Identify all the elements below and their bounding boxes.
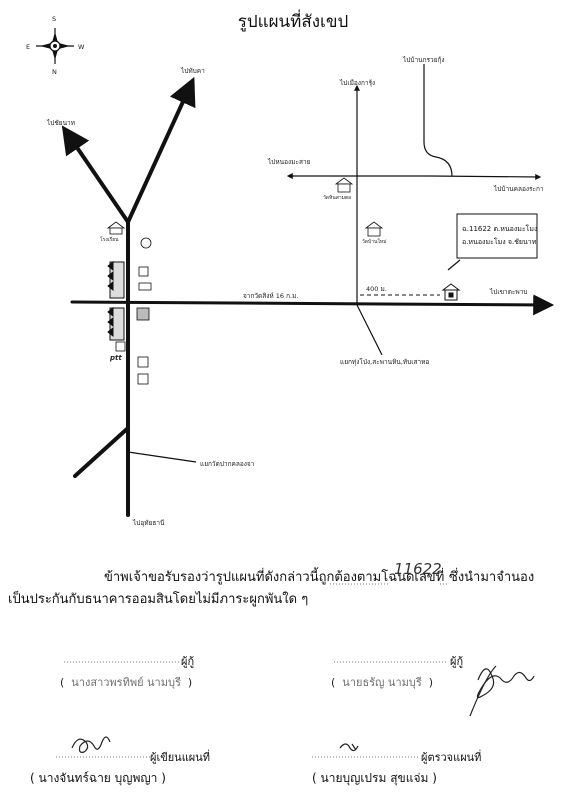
compass-east: E (26, 43, 31, 51)
borrower2-name: นายธรัญ นามบุรี (342, 676, 422, 689)
road-label-from-wat: จากวัดสิงห์ 16 ก.ม. (243, 292, 299, 300)
road-label-ban-khlong: ไปบ้านคลองระกา (494, 185, 544, 193)
compass-north: S (52, 15, 57, 23)
cert-text-line2: เป็นประกันกับธนาคารออมสินโดยไม่มีภาระผูก… (8, 592, 309, 607)
junction-label: แยกทุ่งโป่ง,สะพานหิน,ทับเสาหอ (340, 358, 430, 366)
drawer-role: ผู้เขียนแผนที่ (150, 751, 210, 764)
road-label-ban-kruai: ไปบ้านกรวยกุ้ง (403, 56, 445, 64)
road-label-muang-kan: ไปเมืองการุ้ง (340, 79, 376, 87)
building-row-icon (107, 260, 125, 341)
school-icon (106, 221, 126, 235)
borrower2-role: ผู้กู้ (450, 655, 464, 668)
inspector-name: นายบุญเปรม สุขแจ่ม (320, 771, 429, 785)
distance-label: 400 ม. (366, 285, 387, 293)
secondary-roads (127, 64, 542, 463)
deed-number: 11622 (394, 560, 442, 578)
compass-rose-icon (36, 28, 74, 64)
borrower2-name-wrap: ( นายธรัญ นามบุรี ) (331, 676, 434, 689)
road-label-nong-ma: ไปหนองมะสาย (268, 158, 311, 166)
parcel-line1: ฉ.11622 ต.หนองมะโมง (462, 225, 538, 233)
compass-south: N (52, 68, 57, 76)
temple1-label: วัดหินสามตอ (323, 195, 352, 201)
road-label-uthai: ไปอุทัยธานี (133, 519, 165, 527)
parcel-line2: อ.หนองมะโมง จ.ชัยนาท (462, 238, 537, 246)
dotted-lines (56, 583, 448, 758)
compass-west: W (78, 43, 85, 51)
main-roads (61, 76, 555, 517)
borrower1-name: นางสาวพรทิพย์ นามบุรี (71, 676, 181, 689)
canal-junction-label: แยกวัดปากคลองจา (200, 460, 255, 468)
parcel-box (456, 213, 538, 259)
road-label-chainat: ไปชัยนาท (47, 119, 75, 127)
inspector-name-wrap: ( นายบุญเปรม สุขแจ่ม ) (312, 771, 437, 785)
road-label-to-khao: ไปเขาตะพาบ (490, 288, 528, 296)
roadside-shops-icon (115, 237, 152, 385)
drawer-name-wrap: ( นางจันทร์ฉาย บุญพญา ) (30, 771, 166, 785)
ptt-label: ptt (110, 354, 122, 362)
cert-text-part2: ซึ่งนำมาจำนอง (449, 570, 535, 585)
drawer-name: นางจันทร์ฉาย บุญพญา (38, 771, 158, 785)
temple-icon (334, 177, 384, 237)
cert-text-part1: ข้าพเจ้าขอรับรองว่ารูปแผนที่ดังกล่าวนี้ถ… (104, 570, 445, 585)
signature-icon (71, 665, 535, 753)
house-icon (441, 283, 461, 301)
inspector-role: ผู้ตรวจแผนที่ (421, 751, 482, 764)
borrower1-name-wrap: ( นางสาวพรทิพย์ นามบุรี ) (60, 676, 193, 689)
page-title: รูปแผนที่สังเขป (237, 12, 349, 32)
road-label-nong-khae: ไปทับคา (181, 67, 205, 75)
temple2-label: วัดบ้านใหม่ (362, 239, 387, 245)
borrower1-role: ผู้กู้ (181, 655, 195, 668)
school-label: โรงเรียน (100, 237, 119, 243)
